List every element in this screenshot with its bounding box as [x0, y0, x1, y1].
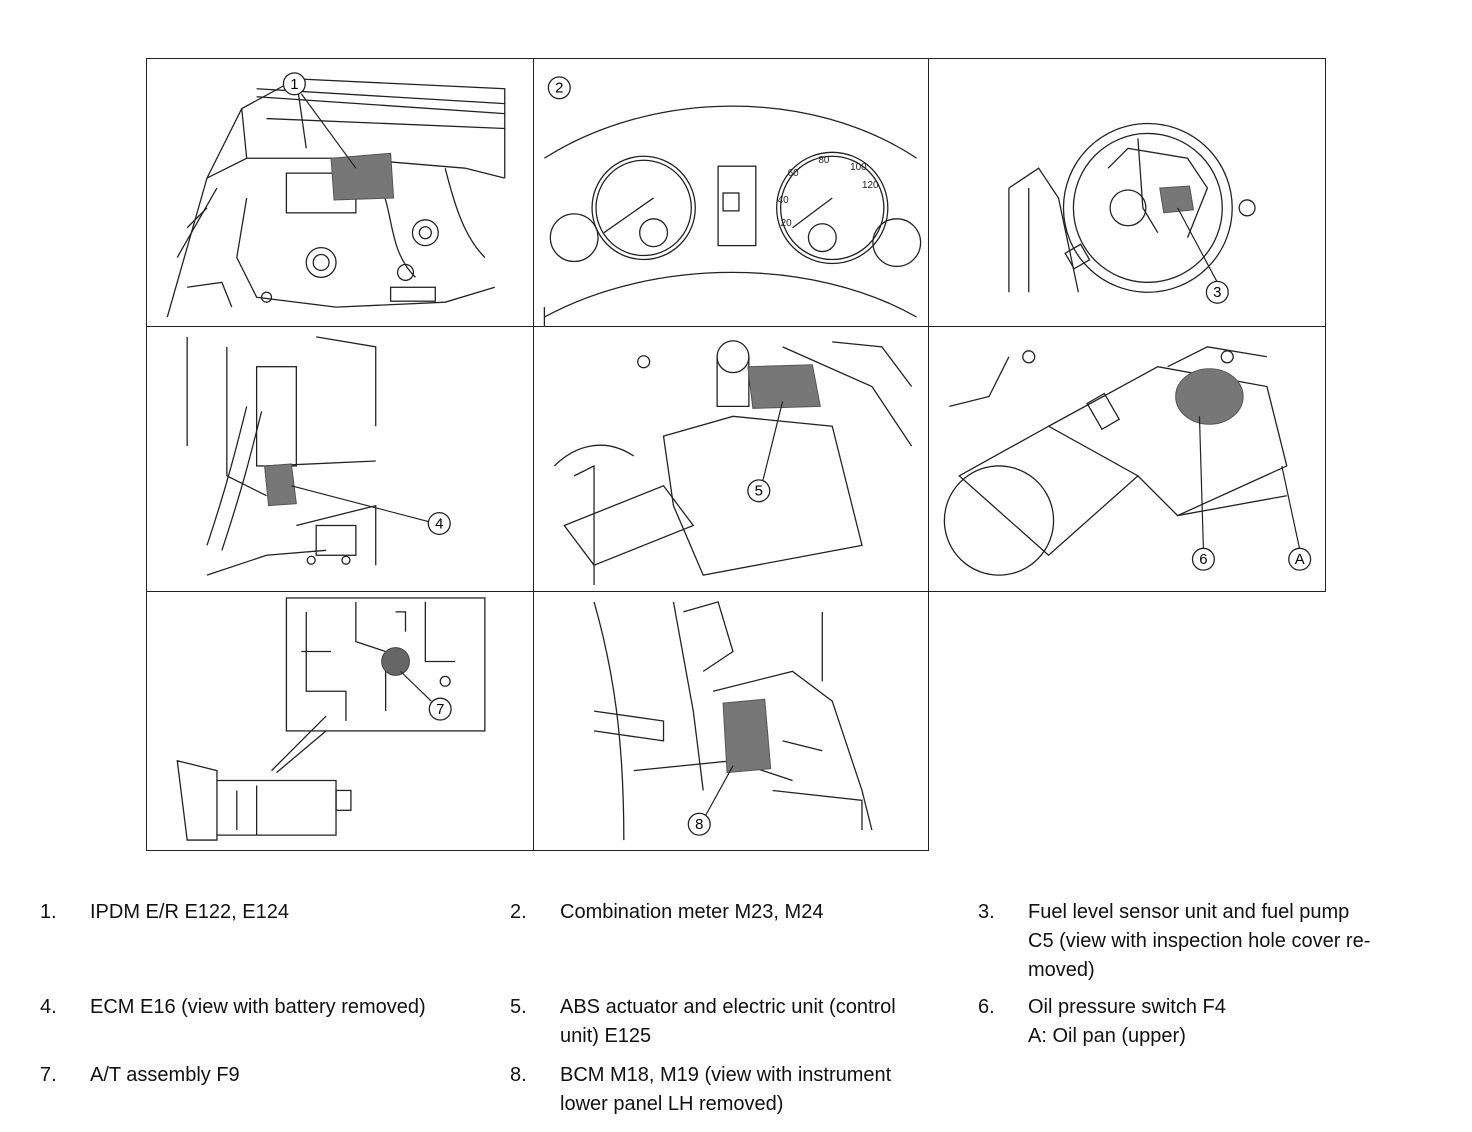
legend-sub-text: A: Oil pan (upper)	[1028, 1025, 1186, 1047]
legend-text: Combination meter M23, M24	[560, 901, 824, 923]
engine-bay-illustration: 1	[166, 72, 506, 318]
callout-5: 5	[755, 484, 763, 500]
legend-text: A/T assembly F9	[90, 1064, 240, 1086]
legend-text: ECM E16 (view with battery removed)	[90, 996, 426, 1018]
legend-number: 6.	[978, 996, 995, 1018]
svg-text:60: 60	[788, 168, 800, 179]
legend-text: Oil pressure switch F4 A: Oil pan (upper…	[1028, 993, 1226, 1051]
panel-ecm: 4	[146, 326, 534, 592]
panel-bcm: 8	[533, 591, 929, 851]
callout-4: 4	[435, 516, 443, 532]
ecm-illustration: 4	[186, 336, 451, 576]
svg-text:20: 20	[781, 218, 793, 229]
legend-number: 2.	[510, 901, 527, 923]
legend-number: 1.	[40, 901, 57, 923]
callout-8: 8	[695, 817, 703, 833]
svg-text:120: 120	[862, 180, 879, 191]
callout-7: 7	[436, 702, 444, 718]
legend-text: BCM M18, M19 (view with instrument lower…	[560, 1064, 892, 1115]
legend-number: 8.	[510, 1064, 527, 1086]
panel-ipdm: 1	[146, 58, 534, 327]
panel-abs-actuator: 5	[533, 326, 929, 592]
legend-main-text: Oil pressure switch F4	[1028, 996, 1226, 1018]
legend-number: 3.	[978, 901, 995, 923]
svg-text:80: 80	[818, 155, 830, 166]
legend-text: ABS actuator and electric unit (control …	[560, 996, 896, 1047]
legend-number: 4.	[40, 996, 57, 1018]
svg-text:100: 100	[850, 162, 867, 173]
abs-actuator-illustration: 5	[553, 340, 913, 586]
callout-3: 3	[1213, 285, 1221, 301]
oil-pressure-switch-illustration: 6 A	[943, 346, 1312, 576]
legend-text: Fuel level sensor unit and fuel pump C5 …	[1028, 901, 1371, 981]
panel-oil-pressure-switch: 6 A	[928, 326, 1326, 592]
fuel-sensor-illustration: 3	[1008, 122, 1256, 304]
callout-1: 1	[290, 77, 298, 93]
callout-6: 6	[1199, 552, 1207, 568]
at-assembly-illustration: 7	[176, 597, 486, 841]
svg-text:40: 40	[778, 195, 790, 206]
callout-a: A	[1295, 552, 1305, 568]
panel-at-assembly: 7	[146, 591, 534, 851]
legend-number: 7.	[40, 1064, 57, 1086]
combination-meter-illustration: 80 60 40 100 120 20 2	[543, 76, 922, 326]
panel-fuel-level-sensor: 3	[928, 58, 1326, 327]
legend-number: 5.	[510, 996, 527, 1018]
bcm-illustration: 8	[593, 601, 873, 841]
panel-combination-meter: 80 60 40 100 120 20 2	[533, 58, 929, 327]
legend-text: IPDM E/R E122, E124	[90, 901, 289, 923]
callout-2: 2	[555, 81, 563, 97]
